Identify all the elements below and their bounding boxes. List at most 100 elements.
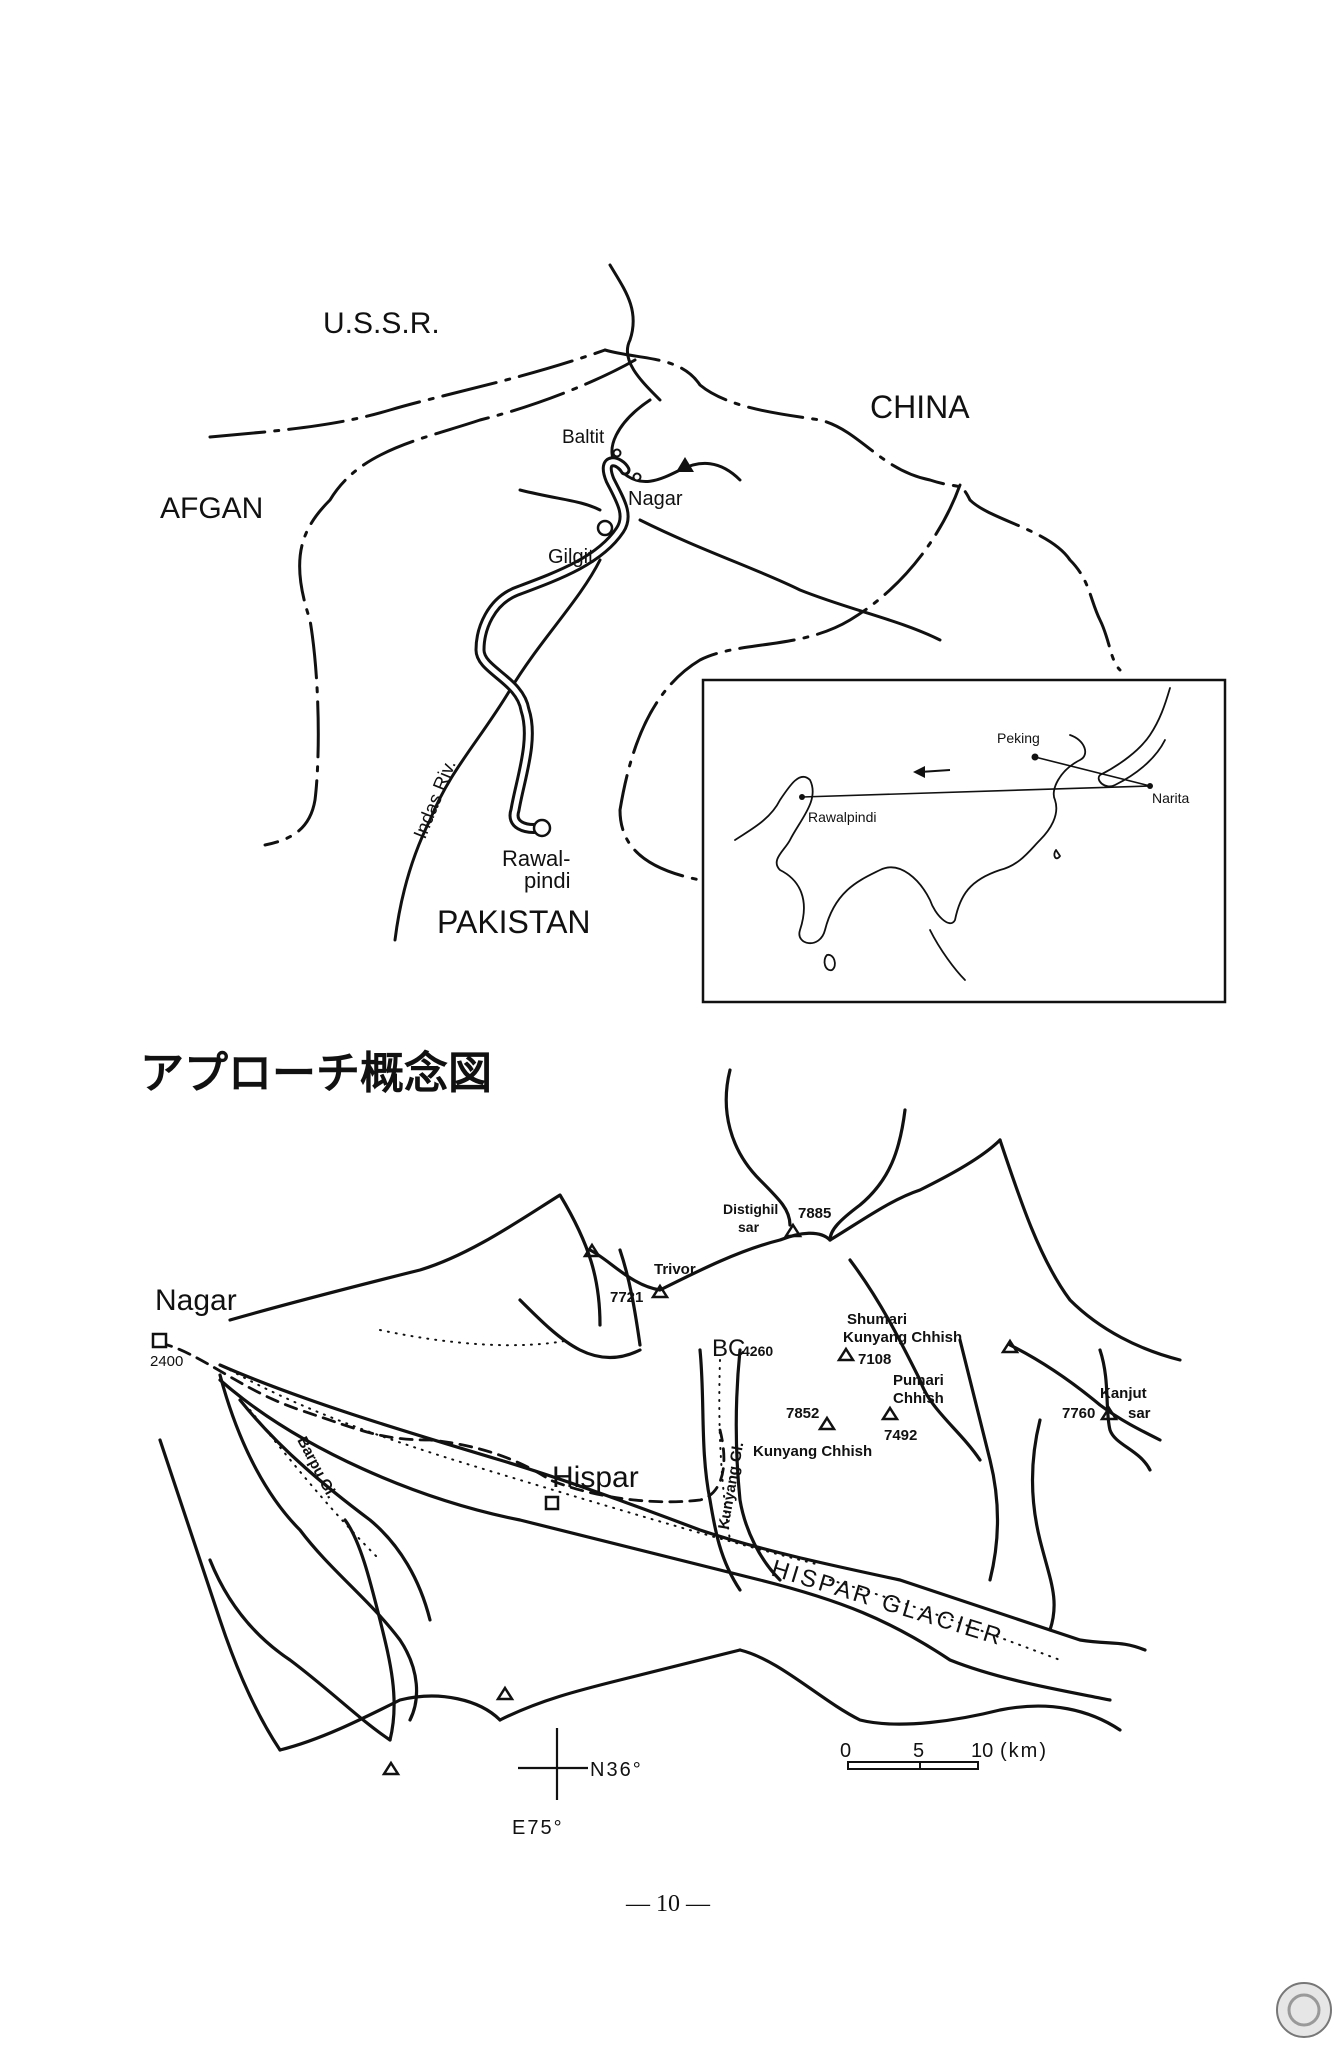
rawalpindi-inset-marker — [799, 794, 805, 800]
glacier-hispar-north-edge — [218, 1363, 1147, 1652]
label-bc: BC — [712, 1335, 745, 1362]
road-karakoram-highway — [474, 456, 631, 834]
peak-south-1 — [495, 1685, 515, 1701]
approach-route — [158, 1341, 726, 1504]
place-pindi: pindi — [524, 868, 570, 893]
scale-unit: (km) — [1000, 1740, 1048, 1762]
border-kashmir — [618, 483, 962, 882]
ridge-south-3 — [498, 1648, 742, 1722]
ridge-southwest — [208, 1558, 392, 1742]
ridge-distighil — [828, 1138, 1002, 1242]
place-baltit: Baltit — [562, 427, 605, 448]
label-kunyang-s: Kunyang Chhish — [753, 1443, 872, 1460]
page-number: — 10 — — [625, 1891, 711, 1917]
label-kunyang-elev-s: 7852 — [786, 1405, 819, 1422]
country-pakistan: PAKISTAN — [437, 904, 591, 940]
valley-east — [1030, 1418, 1056, 1632]
peak-kanjut — [1099, 1405, 1119, 1421]
label-kunyang-elev-n: 7108 — [858, 1351, 891, 1368]
peak-marker — [676, 457, 694, 472]
place-nagar: Nagar — [628, 488, 683, 510]
direction-arrow — [913, 766, 951, 778]
inset-narita: Narita — [1152, 790, 1190, 806]
flight-route-peking — [1034, 756, 1151, 787]
japan-coast — [1097, 687, 1171, 788]
label-hispar: Hispar — [552, 1461, 639, 1494]
country-china: CHINA — [870, 389, 970, 425]
stamp-seal — [1276, 1982, 1332, 2038]
nagar-marker-detail — [151, 1332, 168, 1349]
peak-south-2 — [381, 1760, 401, 1776]
ridge-south-2 — [278, 1694, 502, 1752]
asia-coastline — [734, 734, 1087, 945]
label-pumari-elev: 7492 — [884, 1427, 917, 1444]
label-trivor: Trivor — [654, 1261, 696, 1278]
peak-pumari — [880, 1405, 900, 1421]
glacier-stipple-1 — [229, 1369, 821, 1566]
glacier-stipple-5 — [379, 1329, 571, 1347]
inset-rawalpindi: Rawalpindi — [808, 809, 876, 825]
label-distighil-1: Distighil — [723, 1201, 778, 1217]
glacier-hispar-south-edge — [218, 1378, 1112, 1702]
ridge-south-1 — [158, 1438, 282, 1752]
border-afghanistan-pakistan — [263, 358, 637, 847]
place-rawal: Rawal- — [502, 846, 570, 871]
taiwan — [1053, 849, 1061, 860]
label-east: E75° — [512, 1817, 564, 1839]
valley-shumari — [848, 1258, 982, 1462]
place-gilgit: Gilgit — [548, 546, 594, 568]
rawalpindi-marker — [532, 818, 552, 838]
valley-north-1 — [518, 1298, 642, 1360]
river-top — [724, 1068, 792, 1227]
border-afghanistan-ussr — [208, 348, 607, 439]
river-hunza — [610, 398, 742, 484]
label-distighil-2: sar — [738, 1219, 760, 1235]
scale-bar — [847, 1761, 979, 1770]
scale-5: 5 — [913, 1740, 924, 1762]
narita-marker — [1147, 783, 1153, 789]
kunyang-glacier-west — [698, 1348, 742, 1592]
peak-kunyang-n — [836, 1346, 856, 1362]
peak-east — [1000, 1338, 1020, 1354]
valley-north-2 — [618, 1248, 642, 1347]
inset-frame — [701, 678, 1227, 1004]
peak-trivor — [650, 1283, 670, 1299]
country-afgan: AFGAN — [160, 492, 263, 525]
label-nagar-elev: 2400 — [150, 1353, 183, 1370]
peak-kunyang-s — [817, 1415, 837, 1431]
ridge-kanjut-east — [1098, 1348, 1152, 1472]
glacier-stipple-4 — [249, 1409, 381, 1561]
peak-distighil — [783, 1222, 803, 1238]
sumatra — [929, 929, 966, 981]
river-top-right — [828, 1108, 907, 1242]
ridge-northeast — [998, 1138, 1182, 1362]
label-trivor-elev: 7721 — [610, 1289, 643, 1306]
label-kanjut-elev: 7760 — [1062, 1405, 1095, 1422]
sri-lanka — [823, 954, 836, 972]
label-kanjut-1: Kanjut — [1100, 1385, 1147, 1402]
label-north: N36° — [590, 1759, 643, 1781]
inset-peking: Peking — [997, 730, 1040, 746]
river-indus-label: Indas Riv. — [410, 757, 461, 842]
ridge-kanjut — [1008, 1343, 1162, 1442]
valley-pumari — [958, 1338, 1000, 1582]
label-shumari: Shumari — [847, 1311, 907, 1328]
compass-cross — [518, 1728, 588, 1800]
border-china-pakistan — [968, 498, 1122, 672]
border-china-ussr — [603, 348, 972, 502]
ridge-north — [228, 1193, 602, 1327]
country-ussr: U.S.S.R. — [323, 307, 440, 340]
label-pumari-2: Chhish — [893, 1390, 944, 1407]
label-nagar: Nagar — [155, 1284, 237, 1317]
baltit-marker — [612, 448, 622, 458]
map-title: アプローチ概念図 — [140, 1048, 492, 1099]
hispar-marker — [544, 1495, 560, 1511]
nagar-marker — [632, 472, 642, 482]
scale-10: 10 — [971, 1740, 993, 1762]
label-bc-elev: 4260 — [742, 1343, 773, 1359]
label-kanjut-2: sar — [1128, 1405, 1151, 1422]
river-indus — [393, 558, 602, 942]
detail-map: Nagar 2400 Hispar Distighil sar 7885 Tri… — [150, 1068, 1182, 1839]
ridge-southwest-2 — [343, 1518, 396, 1742]
